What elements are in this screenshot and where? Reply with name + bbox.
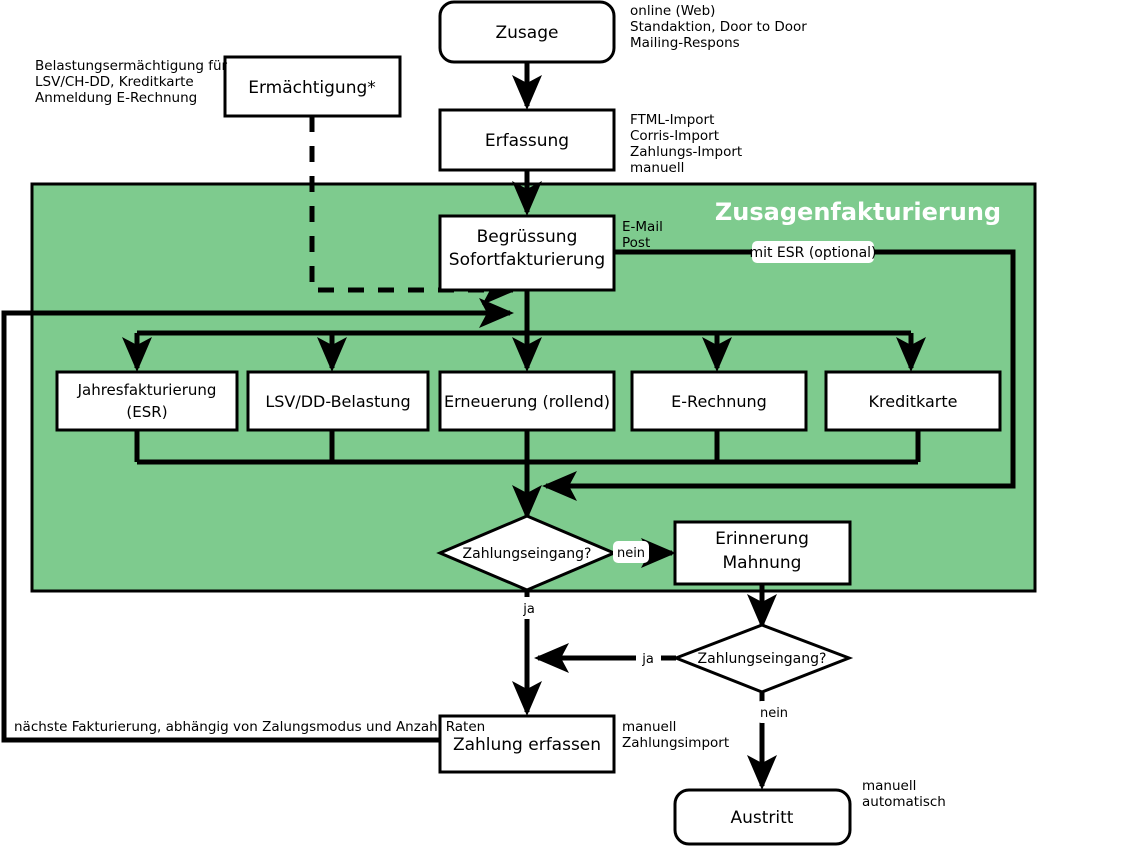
annotation-begruessung-line2: Post — [622, 235, 650, 251]
chip-nein-1 — [613, 541, 649, 563]
chip-nein-2 — [756, 701, 792, 723]
annotation-austritt-line2: automatisch — [862, 794, 946, 810]
label-austritt: Austritt — [731, 808, 794, 828]
annotation-austritt-line1: manuell — [862, 778, 916, 794]
label-zahlung-erfassen: Zahlung erfassen — [453, 735, 601, 755]
label-jahresfakturierung-line2: (ESR) — [126, 403, 167, 421]
node-begruessung[interactable] — [438, 214, 616, 292]
label-ermaechtigung: Ermächtigung* — [248, 78, 376, 98]
annotation-ermaechtigung-line3: Anmeldung E-Rechnung — [35, 90, 197, 106]
chip-ja-1 — [517, 597, 542, 619]
node-lsv-dd-belastung[interactable] — [246, 370, 430, 432]
label-erneuerung-rollend: Erneuerung (rollend) — [444, 392, 610, 411]
label-erfassung: Erfassung — [485, 131, 569, 151]
annotation-erfassung-line2: Corris-Import — [630, 128, 719, 144]
edge-label-nein-1: nein — [617, 546, 645, 561]
label-zahlungseingang-2: Zahlungseingang? — [698, 651, 827, 667]
annotation-zahlung-erfassen-line2: Zahlungsimport — [622, 735, 729, 751]
annotation-ermaechtigung-line2: LSV/CH-DD, Kreditkarte — [35, 74, 194, 90]
annotation-erfassung-line4: manuell — [630, 160, 684, 176]
annotation-ermaechtigung-line1: Belastungsermächtigung für — [35, 58, 228, 74]
edge-return-left-loop — [1, 298, 515, 743]
node-ermaechtigung[interactable] — [223, 55, 402, 118]
label-jahresfakturierung-line1: Jahresfakturierung — [77, 381, 217, 399]
node-erneuerung-rollend[interactable] — [438, 370, 616, 432]
annotation-naechste-fakturierung: nächste Fakturierung, abhängig von Zalun… — [14, 719, 485, 735]
label-erinnerung-line1: Erinnerung — [715, 529, 809, 549]
annotation-begruessung-line1: E-Mail — [622, 219, 663, 235]
node-erfassung[interactable] — [438, 108, 616, 172]
chip-mit-esr — [752, 241, 874, 263]
label-begruessung-line2: Sofortfakturierung — [449, 250, 605, 270]
node-e-rechnung[interactable] — [630, 370, 808, 432]
annotation-zahlung-erfassen-line1: manuell — [622, 719, 676, 735]
label-begruessung-line1: Begrüssung — [477, 227, 578, 247]
node-kreditkarte[interactable] — [824, 370, 1002, 432]
annotation-zusage-line3: Mailing-Respons — [630, 35, 740, 51]
node-decision-zahlungseingang-2[interactable] — [671, 623, 854, 694]
label-zusage: Zusage — [496, 23, 559, 43]
annotation-erfassung-line3: Zahlungs-Import — [630, 144, 742, 160]
edge-label-ja-1: ja — [522, 602, 535, 617]
node-zusage[interactable] — [438, 0, 616, 64]
node-decision-zahlungseingang-1[interactable] — [436, 514, 618, 592]
label-zahlungseingang-1: Zahlungseingang? — [463, 546, 592, 562]
annotation-zusage-line1: online (Web) — [630, 3, 715, 19]
label-kreditkarte: Kreditkarte — [869, 392, 958, 411]
node-austritt[interactable] — [673, 788, 852, 846]
label-e-rechnung: E-Rechnung — [671, 392, 767, 411]
label-lsv-dd-belastung: LSV/DD-Belastung — [265, 392, 410, 411]
node-erinnerung-mahnung[interactable] — [673, 520, 852, 586]
edge-label-ja-2: ja — [641, 652, 654, 667]
label-erinnerung-line2: Mahnung — [723, 553, 802, 573]
annotation-zusage-line2: Standaktion, Door to Door — [630, 19, 807, 35]
edge-label-nein-2: nein — [760, 706, 788, 721]
edge-label-mit-esr: mit ESR (optional) — [749, 245, 876, 261]
node-jahresfakturierung[interactable] — [55, 370, 239, 432]
chip-ja-2 — [636, 647, 661, 669]
node-zahlung-erfassen[interactable] — [438, 714, 616, 774]
group-title: Zusagenfakturierung — [715, 198, 1001, 226]
annotation-erfassung-line1: FTML-Import — [630, 112, 714, 128]
